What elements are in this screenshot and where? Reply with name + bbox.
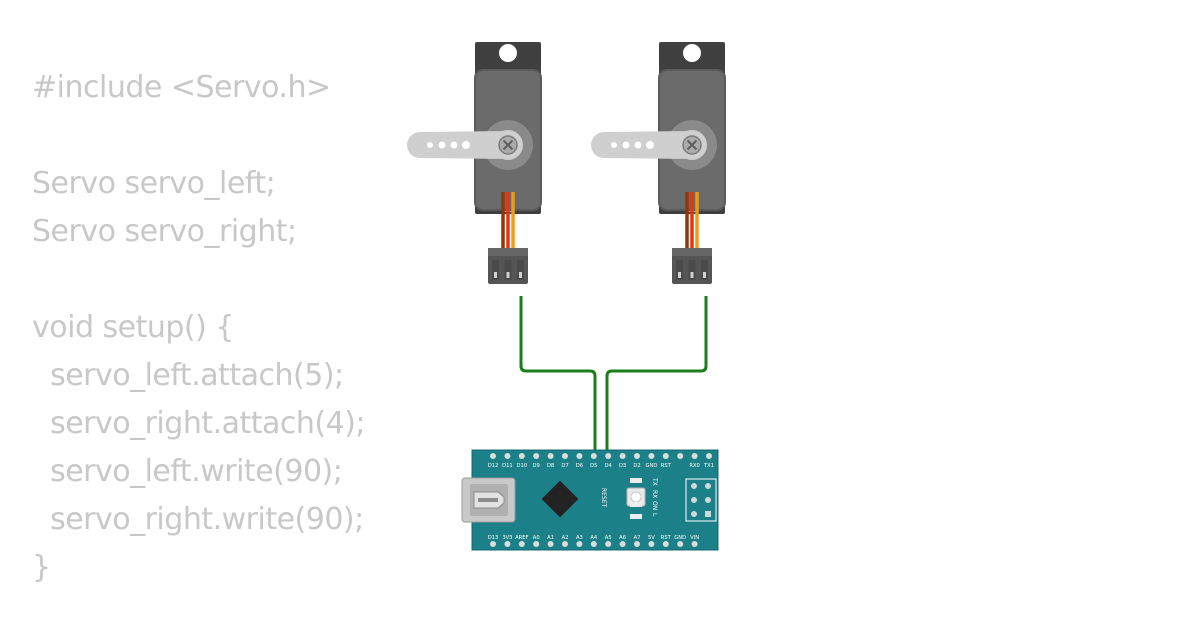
pin-label: RX0 [689,463,699,469]
pin-label: D7 [561,463,568,469]
code-line: Servo servo_left; [32,166,276,201]
header-pin[interactable] [547,453,554,459]
header-pin[interactable] [619,453,626,459]
header-pin[interactable] [547,541,554,547]
servo-left[interactable] [405,40,543,286]
wire-servo-right-signal [605,296,708,455]
code-line: servo_left.attach(5); [32,358,344,393]
status-leds [630,478,642,519]
pin-label: D5 [590,463,597,469]
header-pin[interactable] [691,453,698,459]
led-label-l: L [651,513,658,517]
code-panel: #include <Servo.h> Servo servo_left; Ser… [32,64,366,592]
usb-connector [461,477,516,523]
header-pin[interactable] [648,541,655,547]
header-pin[interactable] [533,453,540,459]
reset-label: RESET [600,488,607,508]
pin-label: D8 [547,463,554,469]
pin-label: D3 [619,463,626,469]
code-line: servo_left.write(90); [32,454,343,489]
header-pin[interactable] [504,453,511,459]
code-line: Servo servo_right; [32,214,297,249]
pin-label: GND [674,535,686,541]
header-pin[interactable] [490,541,496,547]
header-pin[interactable] [590,541,597,547]
pin-label: D2 [633,463,640,469]
microcontroller-chip [541,480,579,518]
pin-label: A1 [547,535,554,541]
wire-servo-left-signal [519,296,597,455]
pin-label: D10 [516,463,527,469]
header-pin[interactable] [518,453,525,459]
header-pin[interactable] [634,453,640,459]
header-pin[interactable] [648,453,655,459]
servo-right[interactable] [589,40,727,286]
pin-label: A0 [533,535,540,541]
pin-label: D4 [605,463,613,469]
header-pin[interactable] [533,541,540,547]
pin-label: VIN [690,535,699,541]
header-pin[interactable] [677,541,684,547]
pin-label: 5V [648,535,655,541]
led-label-tx: TX [651,477,658,486]
header-pin[interactable] [691,541,698,547]
pin-label: A5 [605,535,612,541]
pin-label: A4 [590,535,598,541]
header-pin[interactable] [504,541,511,547]
pin-label: A7 [634,535,641,541]
pin-label: A3 [576,535,583,541]
led-label-rx: RX [651,490,658,498]
reset-button[interactable] [626,487,646,507]
led-label-on: ON [651,501,658,510]
header-pin[interactable] [590,453,597,459]
pin-label: 3V3 [502,535,512,541]
code-line: servo_right.write(90); [32,502,364,537]
header-pin[interactable] [576,541,583,547]
pin-label: D13 [488,535,499,541]
header-pin[interactable] [619,541,626,547]
pin-label: TX1 [703,463,714,469]
header-pin[interactable] [634,541,640,547]
header-pin[interactable] [490,453,496,459]
code-line: void setup() { [32,310,234,345]
pin-label: AREF [515,535,528,541]
header-pin[interactable] [562,541,568,547]
pin-label: D6 [576,463,583,469]
header-pin[interactable] [605,453,612,459]
header-pin[interactable] [677,453,684,459]
code-line: #include <Servo.h> [32,70,331,105]
header-pin[interactable] [605,541,612,547]
header-pin[interactable] [562,453,568,459]
header-pin[interactable] [662,453,669,459]
pin-label: D9 [533,463,540,469]
header-pin[interactable] [706,453,712,459]
header-pin[interactable] [662,541,669,547]
code-line: servo_right.attach(4); [32,406,366,441]
pin-label: GND [645,463,657,469]
header-pin[interactable] [518,541,525,547]
pin-label: A2 [562,535,569,541]
pin-label: A6 [619,535,626,541]
pin-label: D11 [502,463,513,469]
code-line: } [32,550,51,585]
pin-label: D12 [488,463,499,469]
header-pin[interactable] [576,453,583,459]
pin-label: RST [661,463,672,469]
pin-label: RST [661,535,672,541]
icsp-header [685,478,717,522]
